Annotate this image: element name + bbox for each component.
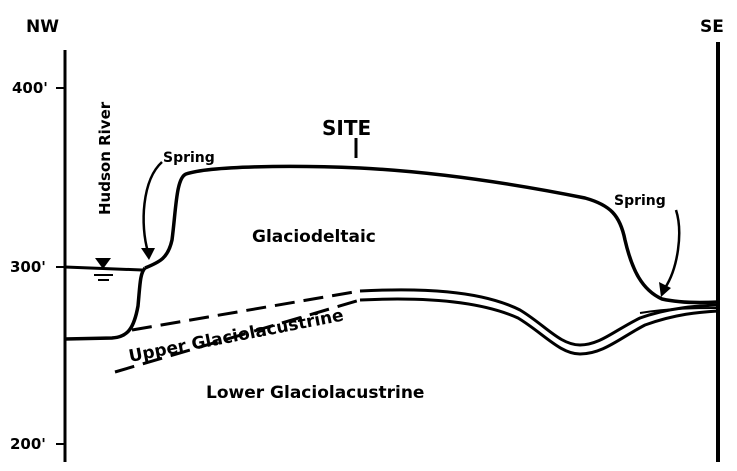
elevation-400-label: 400' bbox=[12, 79, 48, 97]
upper-contact-line-lower bbox=[360, 299, 718, 354]
spring-right-label: Spring bbox=[614, 193, 666, 209]
elevation-200-label: 200' bbox=[10, 435, 46, 453]
se-label: SE bbox=[700, 17, 724, 37]
nw-label: NW bbox=[26, 17, 59, 37]
spring-left-arrow bbox=[144, 162, 162, 252]
elevation-300-label: 300' bbox=[10, 258, 46, 276]
hudson-river-label: Hudson River bbox=[96, 101, 114, 215]
ground-surface-profile bbox=[145, 166, 718, 302]
upper-glaciolacustrine-label: Upper Glaciolacustrine bbox=[127, 306, 345, 367]
spring-left-arrowhead bbox=[141, 248, 155, 260]
spring-right-arrowhead bbox=[659, 282, 671, 297]
spring-right-arrow bbox=[665, 210, 679, 288]
spring-left-label: Spring bbox=[163, 150, 215, 166]
lower-glaciolacustrine-label: Lower Glaciolacustrine bbox=[206, 383, 424, 403]
site-label: SITE bbox=[322, 116, 371, 140]
glaciodeltaic-label: Glaciodeltaic bbox=[252, 227, 376, 247]
